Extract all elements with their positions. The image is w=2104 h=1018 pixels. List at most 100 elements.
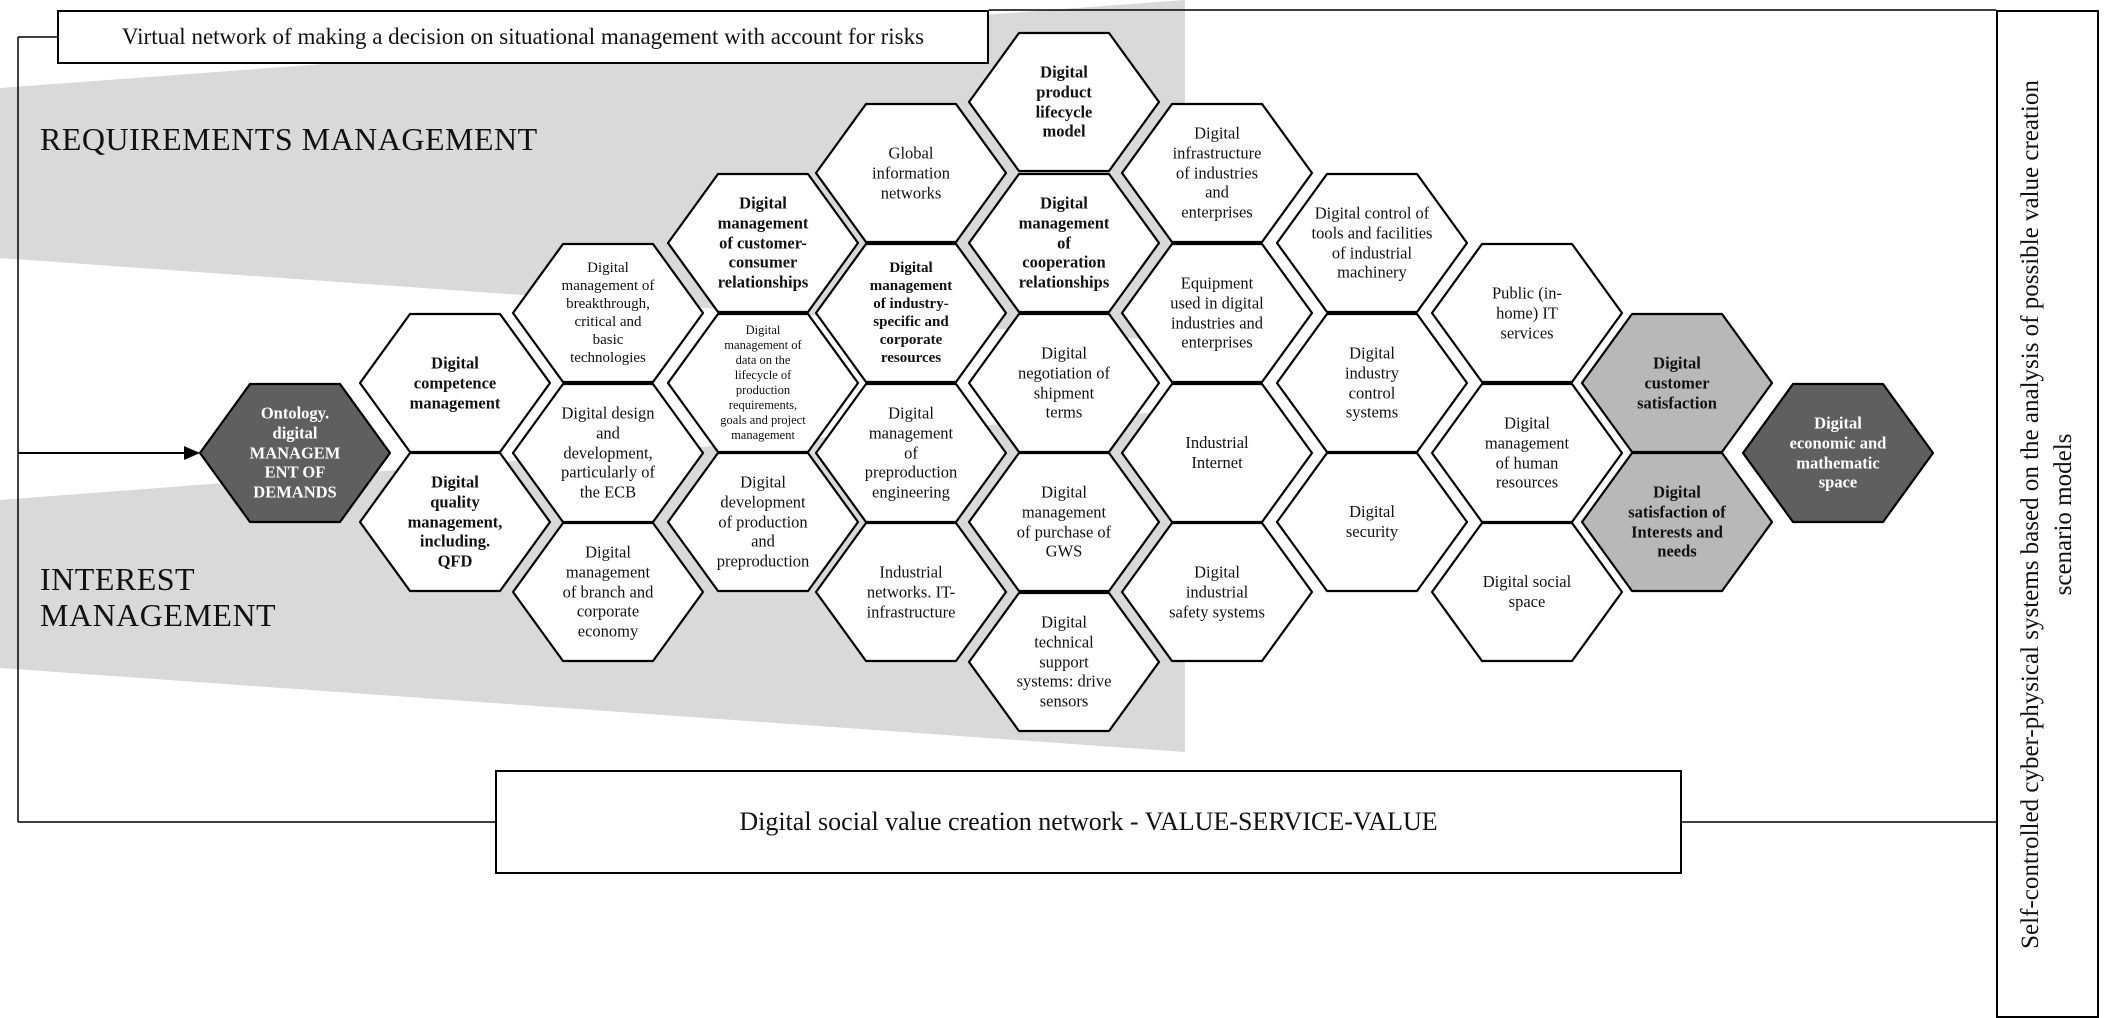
hexagon-label-line: industries and [1170,313,1264,332]
hexagon-label-line: GWS [1045,541,1083,561]
hexagon-label-line: sensors [1039,691,1089,711]
hexagon-label-line: quality [430,492,480,512]
bottom-title-box: Digital social value creation network - … [495,770,1682,874]
hexagon-label-line: critical and [574,314,642,330]
hexagon-label-line: management of [724,338,802,352]
hexagon-label-line: systems [1345,402,1399,422]
hexagon-industry-resources [814,242,1008,384]
hexagon-label-line: relationships [717,272,809,292]
hexagon-label-line: infrastructure [866,601,956,621]
hexagon-label-line: needs [1657,541,1697,561]
hexagon-label-line: resources [1495,472,1559,492]
requirements-label: REQUIREMENTS MANAGEMENT [40,121,538,157]
hexagon-label-line: Digital [1041,612,1087,632]
hexagon-label-line: Digital [1041,343,1087,363]
hexagon-label-line: management, [407,512,503,532]
bottom-title: Digital social value creation network - … [739,807,1438,836]
hexagon-label-line: development [720,492,806,512]
hexagon-equipment [1120,242,1314,384]
hexagon-label-line: Industrial [1185,433,1249,453]
hexagon-label-line: and [1205,182,1229,202]
hexagon-label-line: data on the [735,353,791,367]
hexagon-tools-control [1275,172,1469,314]
hexagon-label-line: corporate [879,332,943,348]
hexagon-label-line: Digital [1653,353,1701,373]
hexagon-label-line: Digital [888,403,934,423]
hexagon-global-networks [814,102,1008,244]
hexagon-label-line: economy [577,621,639,641]
hexagon-label-line: DEMANDS [253,482,337,502]
top-title: Virtual network of making a decision on … [121,24,925,49]
hexagon-label-line: technical [1034,632,1094,652]
hexagon-customer-consumer [666,172,860,314]
hexagon-grid [198,31,1935,733]
hexagon-label-line: and [596,423,620,443]
hexagon-interests-satisfaction [1580,451,1774,593]
hexagon-label-line: negotiation of [1017,363,1111,383]
hexagon-label-line: used in digital [1170,293,1264,313]
hexagon-product-lifecycle [967,31,1161,173]
hexagon-label-line: safety systems [1169,601,1265,621]
hexagon-label-line: of industry- [873,296,949,312]
hexagon-label-line: industrial [1185,582,1249,602]
entry-arrow-head [184,446,200,460]
hexagon-label-line: relationships [1018,272,1110,292]
hexagon-label-line: networks. IT- [866,582,956,602]
hexagon-label-line: Digital [1504,413,1550,433]
hexagon-label-line: Digital [1349,502,1395,522]
hexagon-label-line: Digital [1194,562,1240,582]
hexagon-label-line: Equipment [1180,273,1254,293]
hexagon-label-line: Public (in- [1491,283,1563,303]
right-title-line1: Self-controlled cyber-physical systems b… [2017,79,2045,949]
hexagon-label-line: lifecycle [1035,102,1093,121]
right-title: Self-controlled cyber-physical systems b… [2015,80,2080,949]
hexagon-label-line: management of [561,278,655,294]
hexagon-label-line: satisfaction of [1628,502,1726,522]
hexagon-label-line: management [731,428,795,442]
hexagon-label-line: Digital [740,472,786,492]
hexagon-label-line: of branch and [562,582,654,602]
hexagon-label-line: Ontology. [260,403,330,423]
hexagon-label-line: competence [413,373,497,393]
hexagon-label-line: breakthrough, [566,296,650,312]
hexagon-label-line: tools and facilities [1311,223,1433,243]
hexagon-label-line: Digital [1349,343,1395,363]
hexagon-label-line: networks [880,182,942,202]
hexagon-label-line: Internet [1191,453,1243,472]
hexagon-label-line: basic [592,332,624,348]
hexagon-label-line: Digital [889,260,933,276]
interest-management-label: INTEREST MANAGEMENT [40,561,276,634]
hexagon-label-line: machinery [1337,262,1407,282]
hexagon-label-line: Digital [587,260,629,276]
hexagon-label-line: production [735,383,791,397]
hexagon-label-line: mathematic [1796,453,1880,472]
hexagon-label-line: Digital [1814,413,1862,433]
hexagon-label-line: Digital [739,193,787,213]
hexagon-label-line: including. [419,531,491,551]
hexagon-label-line: requirements, [728,398,798,412]
hexagon-gws [967,451,1161,593]
hexagon-label-line: MANAGEM [249,443,341,463]
hexagon-breakthrough [511,242,705,384]
hexagon-quality [358,451,552,593]
hexagon-label-line: satisfaction [1637,392,1717,412]
hexagon-label-line: particularly of [561,462,655,482]
hexagon-label-line: infrastructure [1172,143,1262,163]
hexagon-label-line: model [1042,121,1086,141]
hexagon-label-line: of purchase of [1016,522,1112,541]
hexagon-social-space [1430,521,1624,663]
hexagon-label-line: technologies [570,350,646,366]
hexagon-label-line: Digital [431,472,479,492]
hexagon-label-line: consumer [728,252,798,272]
